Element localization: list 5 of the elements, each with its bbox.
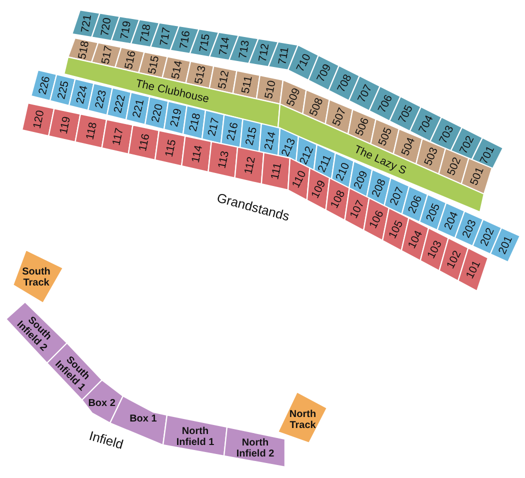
seating-section: North Infield 1 <box>162 414 228 457</box>
seating-section: South Track <box>12 249 64 304</box>
area-label: Infield <box>88 428 126 452</box>
seating-section: North Track <box>277 391 328 444</box>
seating-section: North Infield 2 <box>223 426 286 468</box>
